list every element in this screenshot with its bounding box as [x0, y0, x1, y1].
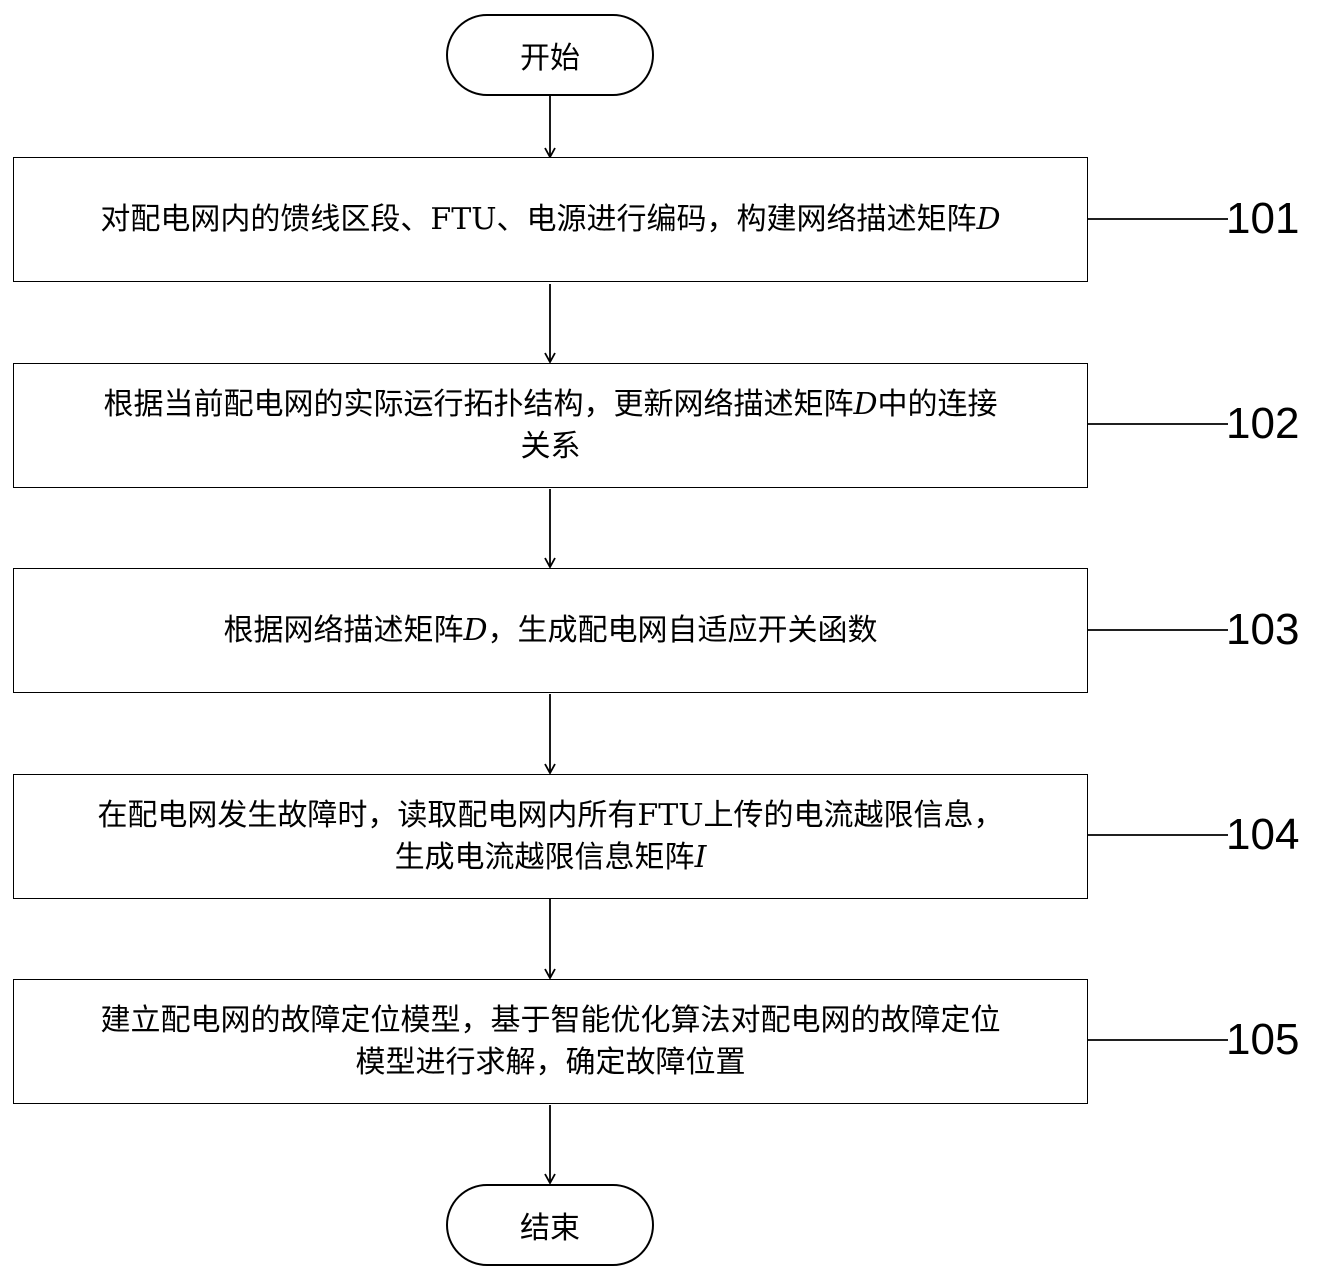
start-terminal: 开始: [446, 14, 654, 96]
step-104-line-1: 在配电网发生故障时，读取配电网内所有FTU上传的电流越限信息，: [97, 797, 1004, 833]
step-102-line-1: 根据当前配电网的实际运行拓扑结构，更新网络描述矩阵D中的连接: [103, 386, 998, 422]
start-label: 开始: [520, 41, 580, 76]
step-box-101: 对配电网内的馈线区段、FTU、电源进行编码，构建网络描述矩阵D: [13, 157, 1088, 282]
step-box-104: 在配电网发生故障时，读取配电网内所有FTU上传的电流越限信息， 生成电流越限信息…: [13, 774, 1088, 899]
end-terminal: 结束: [446, 1184, 654, 1266]
step-number-103: 103: [1226, 605, 1300, 654]
step-105-line-1: 建立配电网的故障定位模型，基于智能优化算法对配电网的故障定位: [100, 1002, 1001, 1038]
step-number-104: 104: [1226, 810, 1300, 859]
end-label: 结束: [520, 1211, 580, 1246]
matrix-variable: I: [694, 839, 707, 875]
step-box-103: 根据网络描述矩阵D，生成配电网自适应开关函数: [13, 568, 1088, 693]
step-103-line-1: 根据网络描述矩阵D，生成配电网自适应开关函数: [223, 612, 878, 648]
step-104-line-2: 生成电流越限信息矩阵I: [394, 839, 707, 875]
step-101-line-1: 对配电网内的馈线区段、FTU、电源进行编码，构建网络描述矩阵D: [100, 201, 1001, 237]
matrix-variable: D: [976, 201, 1001, 237]
step-box-102: 根据当前配电网的实际运行拓扑结构，更新网络描述矩阵D中的连接 关系: [13, 363, 1088, 488]
step-number-105: 105: [1226, 1015, 1300, 1064]
matrix-variable: D: [853, 386, 878, 422]
step-number-101: 101: [1226, 194, 1300, 243]
matrix-variable: D: [463, 612, 488, 648]
step-box-105: 建立配电网的故障定位模型，基于智能优化算法对配电网的故障定位 模型进行求解，确定…: [13, 979, 1088, 1104]
step-number-102: 102: [1226, 399, 1300, 448]
step-102-line-2: 关系: [520, 428, 581, 464]
step-105-line-2: 模型进行求解，确定故障位置: [355, 1044, 746, 1080]
